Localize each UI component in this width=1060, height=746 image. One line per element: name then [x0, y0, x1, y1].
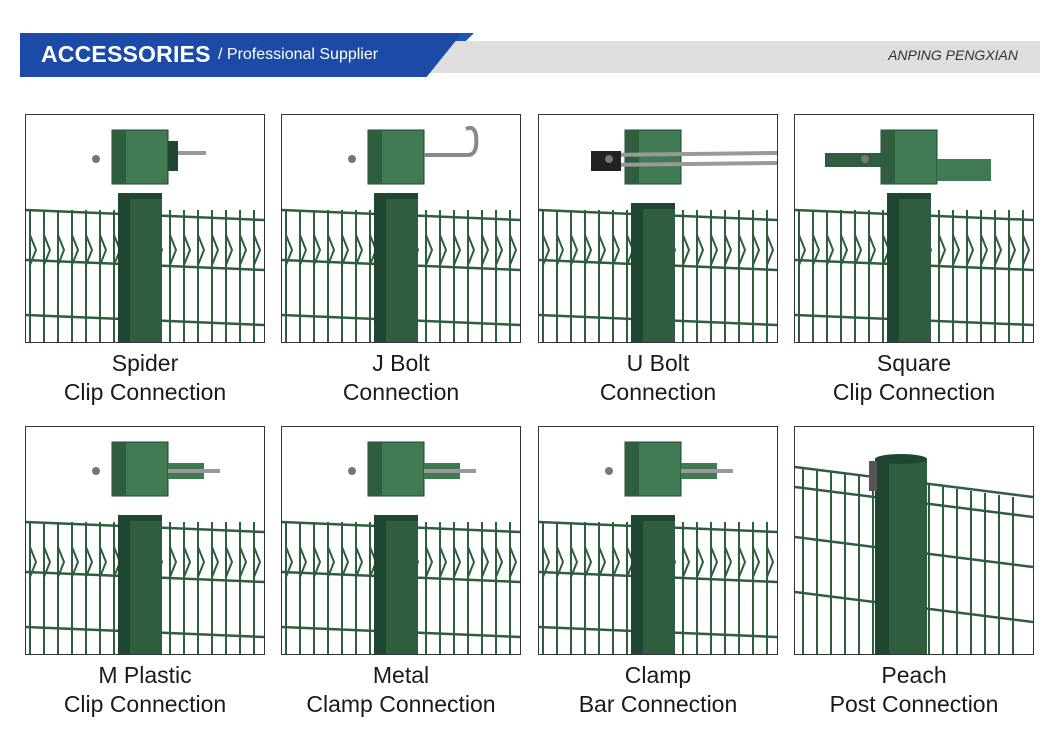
- product-card-peach-post: Peach Post Connection: [794, 426, 1034, 719]
- caption-line-2: Clip Connection: [63, 379, 227, 405]
- product-caption: U Bolt Connection: [538, 349, 778, 407]
- fence-illustration: [26, 129, 264, 342]
- product-image-clamp-bar: [538, 426, 778, 655]
- page-subtitle: / Professional Supplier: [218, 46, 379, 63]
- fence-illustration: [795, 129, 1033, 342]
- caption-line-2: Connection: [342, 379, 460, 405]
- header-blue-band: [20, 33, 462, 77]
- fence-illustration: [282, 125, 520, 342]
- product-caption: Peach Post Connection: [794, 661, 1034, 719]
- product-image-j-bolt: [281, 114, 521, 343]
- fence-illustration: [539, 441, 777, 654]
- caption-line-2: Post Connection: [829, 691, 999, 717]
- product-image-peach-post: [794, 426, 1034, 655]
- product-image-u-bolt: [538, 114, 778, 343]
- caption-line-1: M Plastic: [98, 662, 192, 688]
- caption-line-2: Clamp Connection: [306, 691, 496, 717]
- product-caption: Metal Clamp Connection: [281, 661, 521, 719]
- product-image-square-clip: [794, 114, 1034, 343]
- product-image-metal-clamp: [281, 426, 521, 655]
- product-caption: Clamp Bar Connection: [538, 661, 778, 719]
- caption-line-2: Clip Connection: [832, 379, 996, 405]
- product-caption: Square Clip Connection: [794, 349, 1034, 407]
- caption-line-1: Metal: [372, 662, 430, 688]
- product-caption: M Plastic Clip Connection: [25, 661, 265, 719]
- fence-illustration: [539, 129, 777, 342]
- product-caption: J Bolt Connection: [281, 349, 521, 407]
- header-grey-band: [400, 41, 1040, 73]
- product-card-square-clip: Square Clip Connection: [794, 114, 1034, 407]
- caption-line-2: Connection: [599, 379, 717, 405]
- caption-line-2: Bar Connection: [578, 691, 738, 717]
- caption-line-1: Spider: [111, 350, 179, 376]
- caption-line-1: Clamp: [624, 662, 692, 688]
- brand-name: ANPING PENGXIAN: [888, 47, 1018, 63]
- caption-line-1: J Bolt: [372, 350, 430, 376]
- fence-illustration: [795, 454, 1033, 654]
- page-header: ACCESSORIES / Professional Supplier ANPI…: [20, 33, 1040, 77]
- caption-line-2: Clip Connection: [63, 691, 227, 717]
- caption-line-1: Square: [876, 350, 952, 376]
- product-card-metal-clamp: Metal Clamp Connection: [281, 426, 521, 719]
- product-card-spider-clip: Spider Clip Connection: [25, 114, 265, 407]
- fence-illustration: [26, 441, 264, 654]
- product-card-u-bolt: U Bolt Connection: [538, 114, 778, 407]
- product-caption: Spider Clip Connection: [25, 349, 265, 407]
- fence-illustration: [282, 441, 520, 654]
- product-card-clamp-bar: Clamp Bar Connection: [538, 426, 778, 719]
- page-title: ACCESSORIES: [41, 41, 211, 67]
- caption-line-1: Peach: [881, 662, 947, 688]
- product-image-spider-clip: [25, 114, 265, 343]
- caption-line-1: U Bolt: [626, 350, 690, 376]
- product-card-j-bolt: J Bolt Connection: [281, 114, 521, 407]
- product-card-m-plastic-clip: M Plastic Clip Connection: [25, 426, 265, 719]
- product-image-m-plastic-clip: [25, 426, 265, 655]
